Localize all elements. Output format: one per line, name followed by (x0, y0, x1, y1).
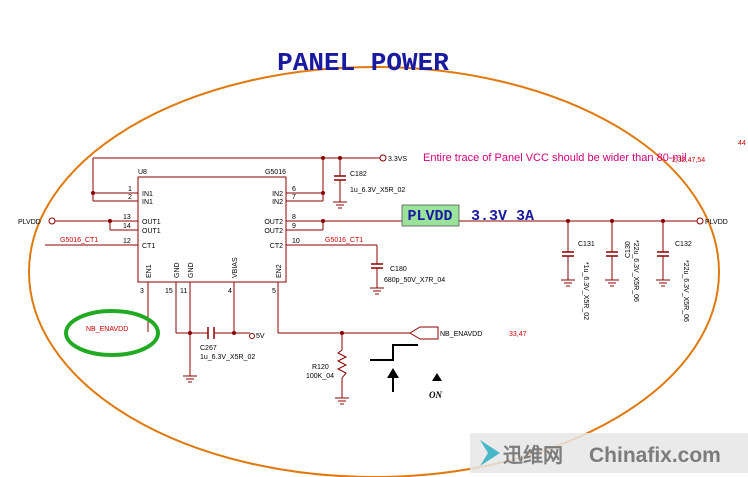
ground-c130 (605, 279, 619, 287)
page-ref-enable: 33,47 (509, 331, 527, 338)
ground-c131 (561, 279, 575, 287)
pin-num-9: 9 (292, 223, 296, 230)
resistor-r120 (336, 349, 348, 379)
net-labels: 3.3VS PLVDD PLVDD G5016_CT1 G5016_CT1 NB… (18, 156, 728, 340)
pin-label-ct1: CT1 (142, 243, 155, 250)
c267-ref: C267 (200, 345, 217, 352)
page-title: PANEL POWER (277, 48, 449, 78)
plvdd-highlight-spec: 3.3V 3A (471, 208, 534, 225)
pin-num-3: 3 (140, 288, 144, 295)
pin-label-in1a: IN1 (142, 191, 153, 198)
ground-c182 (333, 201, 347, 209)
pin-label-ct2: CT2 (270, 243, 283, 250)
ground-symbols (183, 201, 670, 405)
pin-label-out2a: OUT2 (264, 219, 283, 226)
connector-enable-port[interactable] (409, 326, 439, 340)
connector-plvdd-right[interactable] (696, 217, 704, 225)
pin-num-1: 1 (128, 186, 132, 193)
plvdd-highlight-net: PLVDD (407, 208, 452, 225)
pin-label-vbias: VBIAS (232, 257, 239, 278)
net-3v3: 3.3VS (388, 156, 407, 163)
net-ct2: G5016_CT1 (325, 237, 363, 244)
ground-gnd (183, 375, 197, 383)
plvdd-highlight-box (401, 204, 460, 227)
pin-label-in2a: IN2 (272, 191, 283, 198)
design-note: Entire trace of Panel VCC should be wide… (423, 152, 687, 164)
connector-3v3[interactable] (379, 154, 387, 162)
page-ref-top: 44 (738, 140, 746, 147)
pin-num-6: 6 (292, 186, 296, 193)
c180-ref: C180 (390, 266, 407, 273)
c182-ref: C182 (350, 171, 367, 178)
page-ref-side: 2,32,47,54 (672, 157, 705, 164)
ground-c180 (370, 287, 384, 295)
ic-ref: U8 (138, 169, 147, 176)
capacitor-plates (207, 175, 669, 339)
c132-value: *22u_6.3V_X5R_06 (682, 260, 689, 322)
watermark-cn: 迅维网 (503, 443, 563, 467)
connector-plvdd-left[interactable] (48, 217, 56, 225)
r120-ref: R120 (312, 364, 329, 371)
c131-value: *1u_6.3V_X5R_02 (582, 262, 589, 320)
pin-num-7: 7 (292, 194, 296, 201)
pin-num-10: 10 (292, 238, 300, 245)
pin-labels: IN1 IN1 OUT1 OUT1 CT1 IN2 IN2 OUT2 OUT2 … (142, 191, 283, 278)
on-label: ON (429, 390, 442, 400)
on-marker-icon (432, 373, 442, 381)
net-5v: 5V (256, 333, 265, 340)
ic-part: G5016 (265, 169, 286, 176)
ground-r120 (335, 397, 349, 405)
pin-label-in2b: IN2 (272, 199, 283, 206)
pin-num-2: 2 (128, 194, 132, 201)
net-enable-port: NB_ENAVDD (440, 331, 482, 338)
pin-label-en2: EN2 (276, 264, 283, 278)
up-arrow-icon (387, 368, 399, 378)
watermark-logo-icon (480, 440, 500, 466)
highlight-circle (64, 309, 160, 357)
component-labels: C182 1u_6.3V_X5R_02 C180 680p_50V_X7R_04… (200, 171, 692, 380)
c130-value: *22u_6.3V_X5R_06 (632, 240, 639, 302)
net-ct1: G5016_CT1 (60, 237, 98, 244)
pin-num-12: 12 (123, 238, 131, 245)
c132-ref: C132 (675, 241, 692, 248)
pin-label-en1: EN1 (146, 264, 153, 278)
pin-label-out2b: OUT2 (264, 228, 283, 235)
pin-num-5: 5 (272, 288, 276, 295)
pin-label-gnd2: GND (188, 262, 195, 278)
pin-label-out1b: OUT1 (142, 228, 161, 235)
c182-value: 1u_6.3V_X5R_02 (350, 187, 405, 194)
pin-label-in1b: IN1 (142, 199, 153, 206)
c267-value: 1u_6.3V_X5R_02 (200, 354, 255, 361)
enable-step-indicator (370, 344, 418, 392)
watermark-en: Chinafix.com (589, 444, 721, 467)
pin-numbers: 1 2 13 14 12 6 7 8 9 10 3 15 11 4 5 (123, 186, 300, 295)
net-plvdd-left: PLVDD (18, 219, 41, 226)
pin-num-15: 15 (165, 288, 173, 295)
c131-ref: C131 (578, 241, 595, 248)
connector-5v[interactable] (249, 333, 255, 339)
net-plvdd-right: PLVDD (705, 219, 728, 226)
c180-value: 680p_50V_X7R_04 (384, 277, 445, 284)
pin-num-14: 14 (123, 223, 131, 230)
r120-value: 100K_04 (306, 373, 334, 380)
pin-num-4: 4 (228, 288, 232, 295)
pin-num-8: 8 (292, 214, 296, 221)
panel-power-outline (28, 66, 720, 477)
pin-num-11: 11 (180, 288, 187, 295)
junction-dots (91, 156, 665, 335)
pin-num-13: 13 (123, 214, 131, 221)
pin-label-out1a: OUT1 (142, 219, 161, 226)
watermark: 迅维网 Chinafix.com (470, 433, 748, 473)
net-enable-left: NB_ENAVDD (86, 326, 128, 333)
pin-label-gnd1: GND (174, 262, 181, 278)
ground-c132 (656, 279, 670, 287)
c130-ref: C130 (625, 241, 632, 258)
